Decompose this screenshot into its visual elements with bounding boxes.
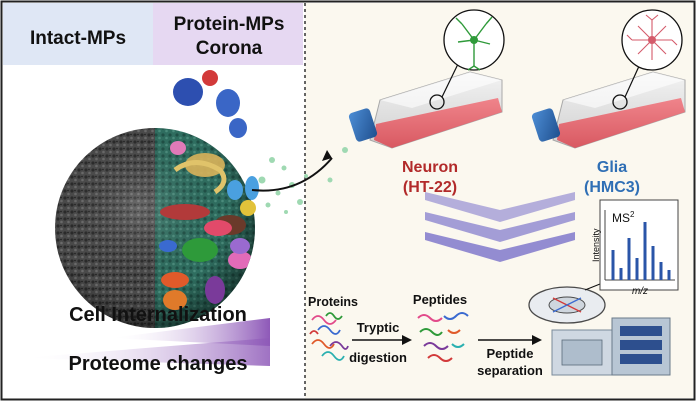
glia-cellline-label: (HMC3) [584, 179, 640, 196]
separation-label: separation [477, 363, 543, 378]
peptide-label: Peptide [487, 346, 534, 361]
corona-header-box [153, 3, 303, 65]
protein-blob [229, 118, 247, 138]
internalization-arrow [251, 157, 333, 192]
neuron-flask-icon [348, 63, 503, 149]
dispersing-particles [258, 147, 348, 214]
digestion-arrow-head [402, 335, 412, 345]
protein-blob [163, 290, 187, 310]
glia-cell-icon [621, 9, 683, 71]
glia-label: Glia [597, 159, 627, 176]
protein-blob [245, 176, 259, 200]
protein-blob [204, 220, 232, 236]
proteome-changes-gradient [22, 338, 270, 366]
intact-header-box [3, 3, 153, 65]
peptide-fragments-icon [417, 312, 469, 362]
tryptic-label: Tryptic [357, 320, 400, 335]
protein-blob [173, 78, 203, 106]
corona-label-line1: Protein-MPs [174, 14, 285, 35]
chevron-down-icon [425, 192, 575, 262]
ms2-label: MS2 [612, 210, 635, 225]
ms2-spectrum-chart: MS2 Intensity m/z [591, 199, 679, 297]
intensity-axis-label: Intensity [591, 228, 601, 262]
peptides-label: Peptides [413, 292, 467, 307]
protein-cluster-icon [309, 312, 349, 361]
corona-label-line2: Corona [196, 38, 263, 59]
mz-axis-label: m/z [632, 286, 648, 297]
cell-internalization-label: Cell Internalization [69, 304, 247, 326]
proteins-label: Proteins [308, 295, 358, 309]
mass-spectrometer-icon [528, 281, 671, 376]
digestion-label: digestion [349, 350, 407, 365]
protein-blob [230, 238, 250, 254]
protein-blob [240, 200, 256, 216]
microplastic-particle-icon [55, 70, 259, 328]
cell-internalization-gradient [110, 318, 270, 346]
intact-label: Intact-MPs [30, 28, 126, 49]
proteome-changes-label: Proteome changes [69, 353, 248, 375]
neuron-cell-icon [443, 9, 505, 71]
neuron-cellline-label: (HT-22) [403, 179, 457, 196]
glia-flask-icon [531, 63, 686, 149]
neuron-label: Neuron [402, 159, 458, 176]
arrow-head [322, 150, 332, 161]
protein-blob [216, 89, 240, 117]
protein-blob [202, 70, 218, 86]
spectrum-peaks [611, 222, 671, 280]
protein-blob [170, 141, 186, 155]
separation-arrow-head [532, 335, 542, 345]
